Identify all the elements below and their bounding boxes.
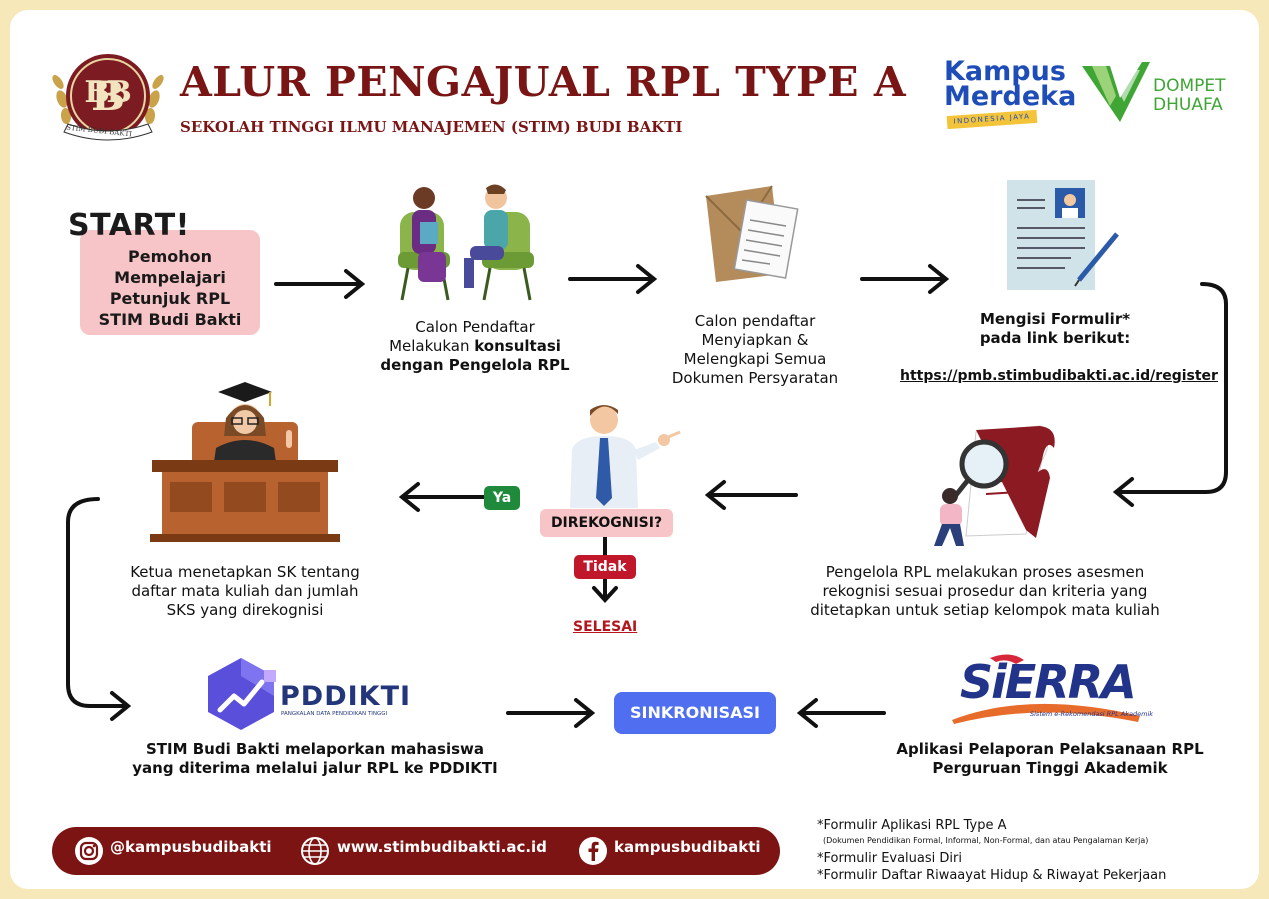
step-pddikti-line: yang diterima melalui jalur RPL ke PDDIK… [132,759,498,777]
decision-no-badge: Tidak [574,555,636,579]
kampus-merdeka-logo-line1: Kampus [944,56,1066,87]
instagram-handle[interactable]: @kampusbudibakti [110,838,272,856]
sierra-logo-subtext: Sistem e-Rekomendasi RPL Akademik [1030,710,1154,718]
page-subtitle: SEKOLAH TINGGI ILMU MANAJEMEN (STIM) BUD… [180,118,683,136]
decision-question: DIREKOGNISI? [540,509,673,537]
step-pddikti-text: STIM Budi Bakti melaporkan mahasiswa yan… [130,740,500,778]
step-form-line: Mengisi Formulir* [979,310,1131,328]
register-link[interactable]: https://pmb.stimbudibakti.ac.id/register [900,368,1218,384]
end-label: SELESAI [573,619,638,635]
note-line: *Formulir Evaluasi Diri [817,851,962,866]
website-link[interactable]: www.stimbudibakti.ac.id [337,838,547,856]
step-ketua-line: SKS yang direkognisi [166,601,324,619]
assessment-magnifier-illustration-icon [934,425,1055,546]
step-form-text: Mengisi Formulir* pada link berikut: [955,310,1155,348]
instagram-icon[interactable] [74,836,104,866]
judge-podium-illustration-icon [150,382,340,542]
globe-icon[interactable] [300,836,330,866]
decision-yes-badge: Ya [484,486,520,510]
form-document-icon [1007,180,1119,290]
step-sierra-line: Aplikasi Pelaporan Pelaksanaan RPL [896,740,1204,758]
step-ketua-line: Ketua menetapkan SK tentang [130,563,360,581]
svg-text:B: B [106,75,131,110]
pddikti-logo-text: PDDIKTI [280,681,412,712]
step-consult-line-bold: dengan Pengelola RPL [380,356,570,374]
start-label: START! [68,208,190,243]
step-ketua-text: Ketua menetapkan SK tentang daftar mata … [100,563,390,620]
pddikti-logo-icon [208,658,276,730]
dompet-dhuafa-logo-line1: DOMPET [1153,76,1226,96]
start-line: STIM Budi Bakti [98,310,242,329]
note-line: *Formulir Aplikasi RPL Type A [817,818,1007,833]
step-ketua-line: daftar mata kuliah dan jumlah [131,582,359,600]
svg-text:B: B [91,73,125,120]
start-line: Petunjuk RPL [109,289,231,308]
step-docs-line: Dokumen Persyaratan [671,369,839,387]
stim-seal-logo: B B B [52,54,164,141]
step-assess-text: Pengelola RPL melakukan proses asesmen r… [745,563,1225,620]
start-text: Pemohon Mempelajari Petunjuk RPL STIM Bu… [80,246,260,330]
sierra-logo-text: SiERRA [960,655,1137,709]
step-pddikti-line: STIM Budi Bakti melaporkan mahasiswa [145,740,485,758]
documents-envelope-icon [705,185,799,282]
pointing-man-illustration-icon [570,405,681,508]
facebook-icon[interactable] [578,836,608,866]
note-detail: (Dokumen Pendidikan Formal, Informal, No… [823,836,1149,845]
step-consult-line: Calon Pendaftar [415,318,535,336]
social-bar [52,827,780,875]
step-docs-line: Menyiapkan & [701,331,809,349]
step-assess-line: Pengelola RPL melakukan proses asesmen [825,563,1145,581]
step-assess-line: rekognisi sesuai prosedur dan kriteria y… [822,582,1148,600]
step-consult-line-pre: Melakukan [389,337,475,355]
sync-box: SINKRONISASI [614,692,776,734]
step-sierra-line: Perguruan Tinggi Akademik [932,759,1168,777]
step-consult-line-bold: konsultasi [474,337,561,355]
page-title: ALUR PENGAJUAL RPL TYPE A [180,58,907,106]
step-form-line: pada link berikut: [979,329,1131,347]
sierra-logo-swoosh-icon [952,654,1140,724]
step-sierra-text: Aplikasi Pelaporan Pelaksanaan RPL Pergu… [875,740,1225,778]
dompet-dhuafa-logo-line2: DHUAFA [1153,95,1223,115]
start-line: Pemohon [127,247,212,266]
step-consult-text: Calon Pendaftar Melakukan konsultasi den… [370,318,580,375]
step-docs-line: Melengkapi Semua [683,350,827,368]
note-line: *Formulir Daftar Riwaayat Hidup & Riwaya… [817,868,1167,883]
step-consult-line: Melakukan konsultasi [370,337,580,356]
start-line: Mempelajari [114,268,226,287]
consultation-illustration-icon [398,184,534,301]
step-docs-text: Calon pendaftar Menyiapkan & Melengkapi … [650,312,860,388]
step-assess-line: ditetapkan untuk setiap kelompok mata ku… [810,601,1160,619]
facebook-handle[interactable]: kampusbudibakti [614,838,761,856]
dompet-dhuafa-logo-icon [1082,62,1150,122]
start-box [80,230,260,335]
kampus-merdeka-logo-line2: Merdeka [944,81,1077,112]
svg-text:B: B [84,75,109,110]
pddikti-logo-subtext: PANGKALAN DATA PENDIDIKAN TINGGI [281,711,388,717]
step-docs-line: Calon pendaftar [694,312,816,330]
